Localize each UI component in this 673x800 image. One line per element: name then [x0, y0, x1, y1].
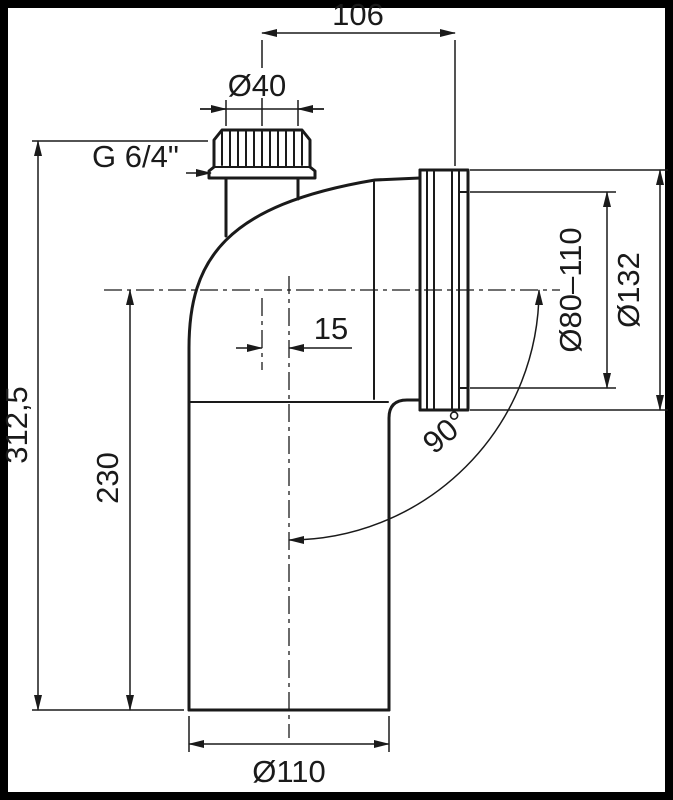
dim-inlet-diameter-label: Ø40: [228, 68, 287, 103]
dim-bend-angle-label: 90°: [416, 403, 474, 460]
union-nut-knurling: [221, 130, 303, 167]
dimension-axis-offset: 15: [236, 311, 352, 352]
thread-size-callout: G 6/4": [92, 139, 212, 177]
dimension-height-to-axis: 230: [90, 289, 134, 711]
dim-axis-offset-label: 15: [314, 311, 348, 346]
flange-outline: [418, 168, 470, 412]
dimension-total-height: 312,5: [0, 140, 208, 711]
dim-height-to-axis-label: 230: [90, 452, 125, 504]
elbow-outer-contour: [187, 176, 422, 712]
dimension-top-offset: 106: [261, 0, 456, 166]
dimension-socket-range: Ø80–110: [470, 191, 616, 389]
thread-size-label: G 6/4": [92, 139, 179, 174]
dim-total-height-label: 312,5: [0, 386, 34, 464]
dim-pipe-diameter-label: Ø110: [252, 754, 326, 789]
dimension-flange-diameter: Ø132: [470, 169, 668, 411]
dim-socket-range-label: Ø80–110: [553, 227, 588, 352]
dim-flange-diameter-label: Ø132: [611, 252, 646, 328]
union-nut-outline: [207, 128, 317, 180]
dim-top-offset-label: 106: [332, 0, 384, 32]
flange-ribs: [426, 170, 460, 410]
elbow-inner-contour: [387, 398, 422, 712]
dimension-inlet-diameter: Ø40: [200, 68, 324, 126]
pipe-fitting-outline: [187, 128, 470, 712]
bend-angle-arc: [288, 289, 543, 544]
dimension-pipe-diameter: Ø110: [188, 716, 390, 789]
